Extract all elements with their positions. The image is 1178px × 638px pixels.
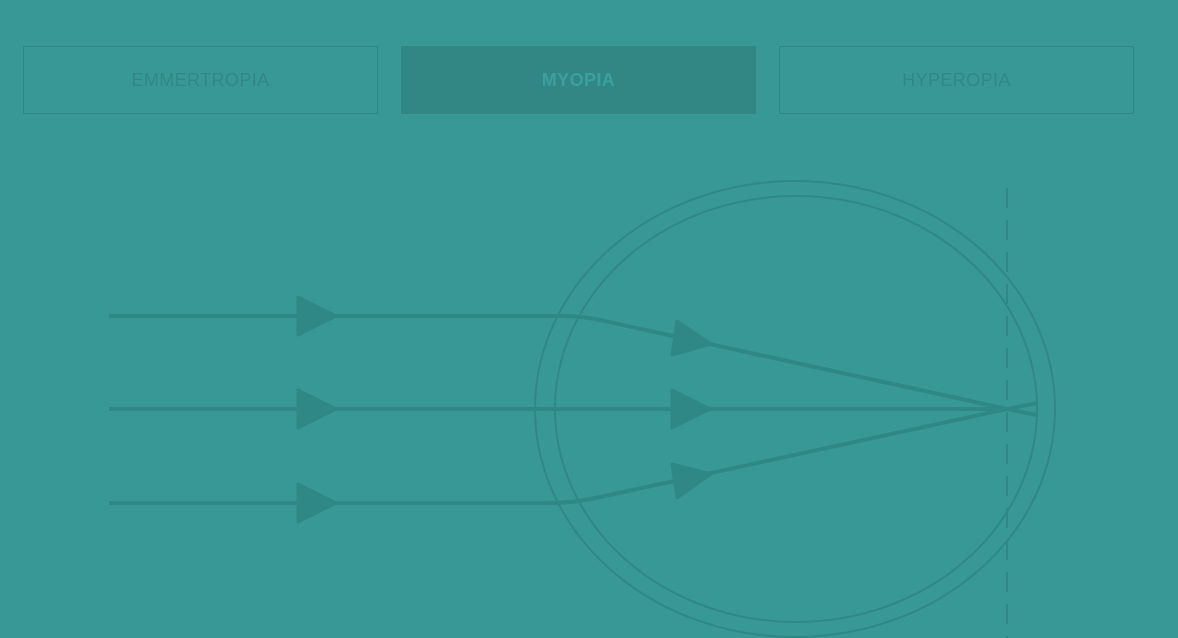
tab-hyperopia[interactable]: HYPEROPIA: [779, 46, 1134, 114]
arrow-middle-1: [296, 388, 338, 430]
arrow-bottom-2: [670, 462, 713, 500]
ray-bottom: [109, 407, 1008, 505]
ray-cross-lines: [1006, 401, 1038, 417]
arrow-top-1: [296, 295, 338, 337]
tab-emmertropia[interactable]: EMMERTROPIA: [23, 46, 378, 114]
arrow-top-2: [670, 319, 713, 357]
tab-myopia[interactable]: MYOPIA: [401, 46, 756, 114]
ray-top: [109, 314, 1008, 411]
condition-tabs: EMMERTROPIA MYOPIA HYPEROPIA: [23, 46, 1134, 114]
arrow-middle-2: [670, 388, 712, 430]
arrow-bottom-1: [296, 482, 338, 524]
